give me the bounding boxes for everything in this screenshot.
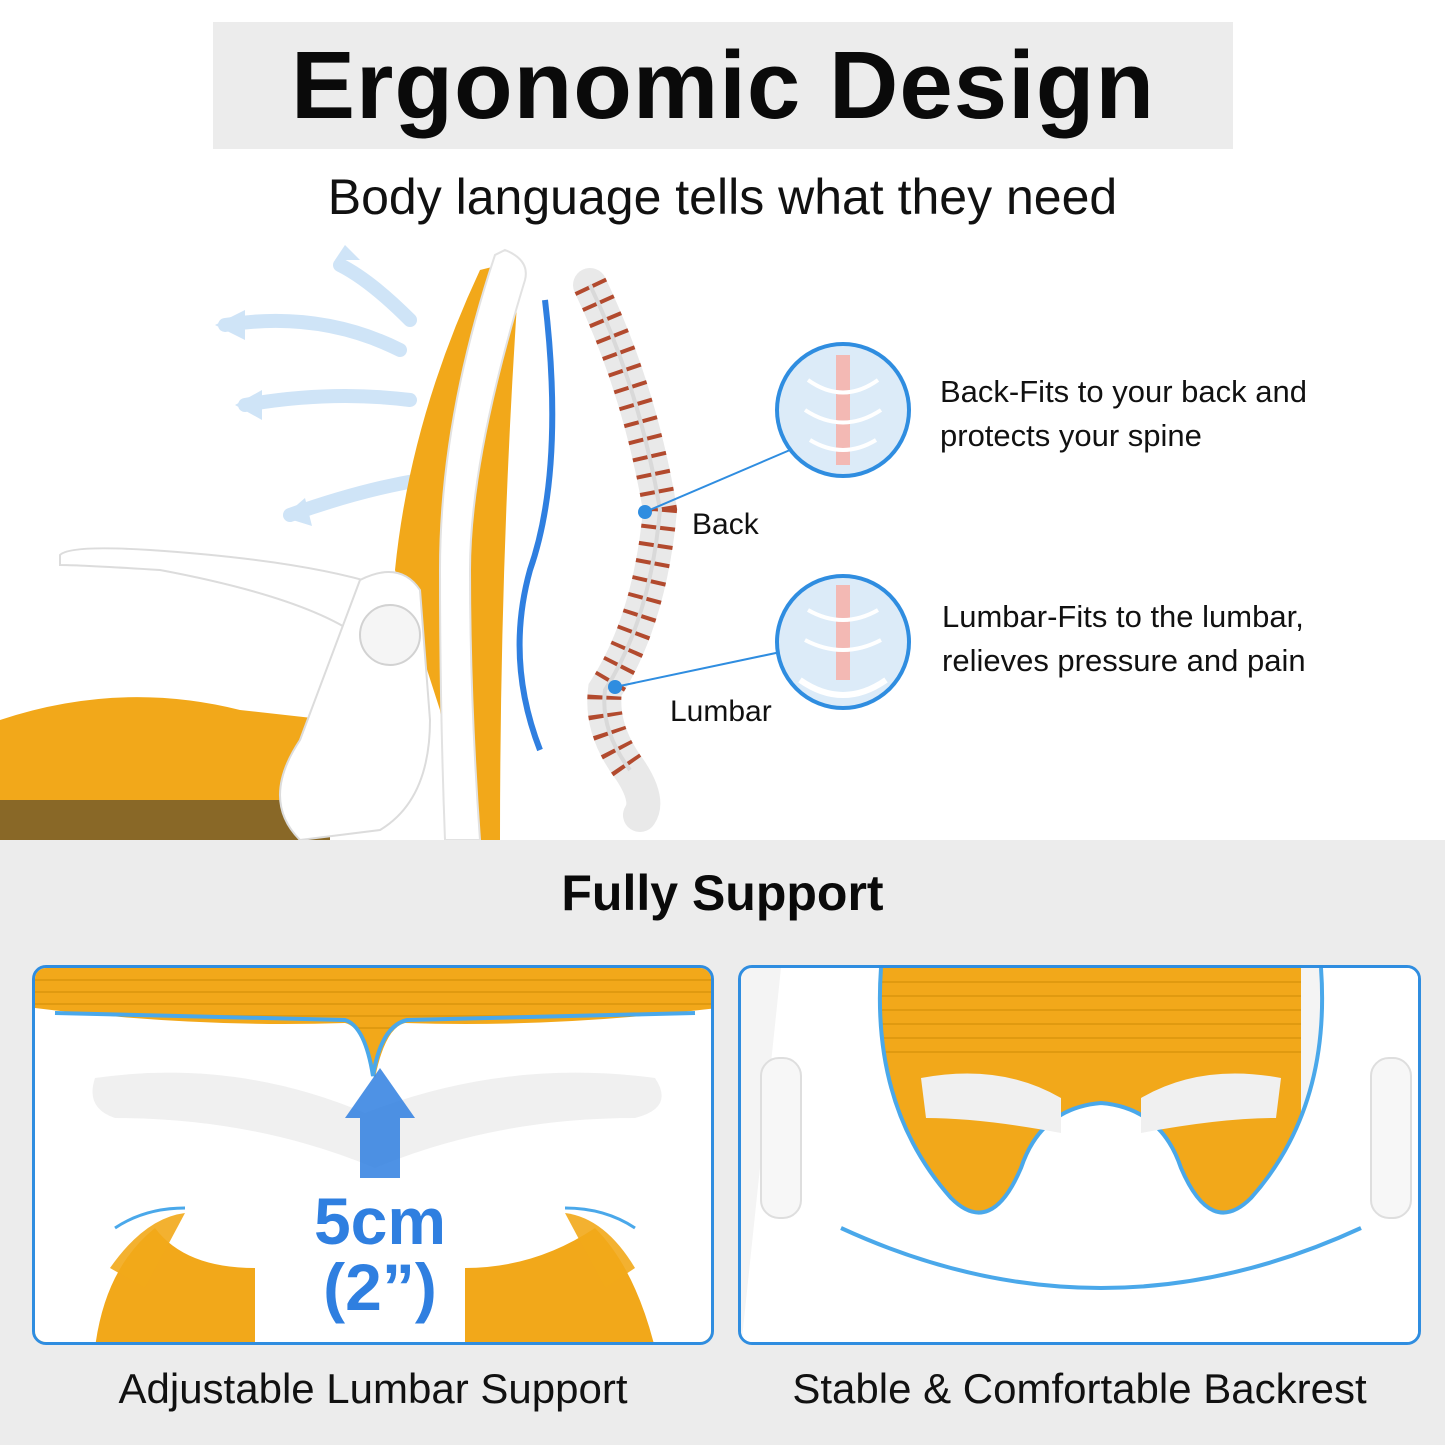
lumbar-support-panel: 5cm (2”): [32, 965, 714, 1345]
lumbar-label: Lumbar: [670, 695, 772, 728]
measure-inch: (2”): [323, 1250, 437, 1324]
backrest-panel: [738, 965, 1421, 1345]
chair-side-illustration: [0, 245, 911, 840]
page-title: Ergonomic Design: [290, 31, 1156, 139]
lumbar-callout: Lumbar-Fits to the lumbar, relieves pres…: [942, 595, 1306, 683]
support-title: Fully Support: [561, 865, 884, 921]
spine-icon: [573, 268, 678, 832]
lumbar-support-caption: Adjustable Lumbar Support: [118, 1365, 628, 1412]
lumbar-adjustment-measure: 5cm (2”): [305, 1188, 455, 1320]
support-section: Fully Support 5cm (2”): [0, 840, 1445, 1445]
backrest-caption: Stable & Comfortable Backrest: [792, 1365, 1367, 1412]
airflow-arrows-icon: [218, 258, 427, 522]
lumbar-callout-line2: relieves pressure and pain: [942, 643, 1306, 678]
back-callout-line1: Back-Fits to your back and: [940, 374, 1307, 409]
back-callout-line2: protects your spine: [940, 418, 1202, 453]
title-band: Ergonomic Design: [213, 22, 1233, 149]
arrow-up-icon: [360, 1118, 400, 1178]
backrest-illustration: [741, 968, 1418, 1342]
measure-cm: 5cm: [313, 1184, 447, 1258]
back-skeleton-bubble-icon: [775, 342, 911, 478]
back-callout: Back-Fits to your back and protects your…: [940, 370, 1307, 458]
page-subtitle: Body language tells what they need: [327, 169, 1118, 225]
back-label: Back: [692, 508, 759, 541]
lumbar-callout-line1: Lumbar-Fits to the lumbar,: [942, 599, 1304, 634]
lumbar-skeleton-bubble-icon: [775, 574, 911, 710]
lumbar-support-illustration: [35, 968, 711, 1342]
